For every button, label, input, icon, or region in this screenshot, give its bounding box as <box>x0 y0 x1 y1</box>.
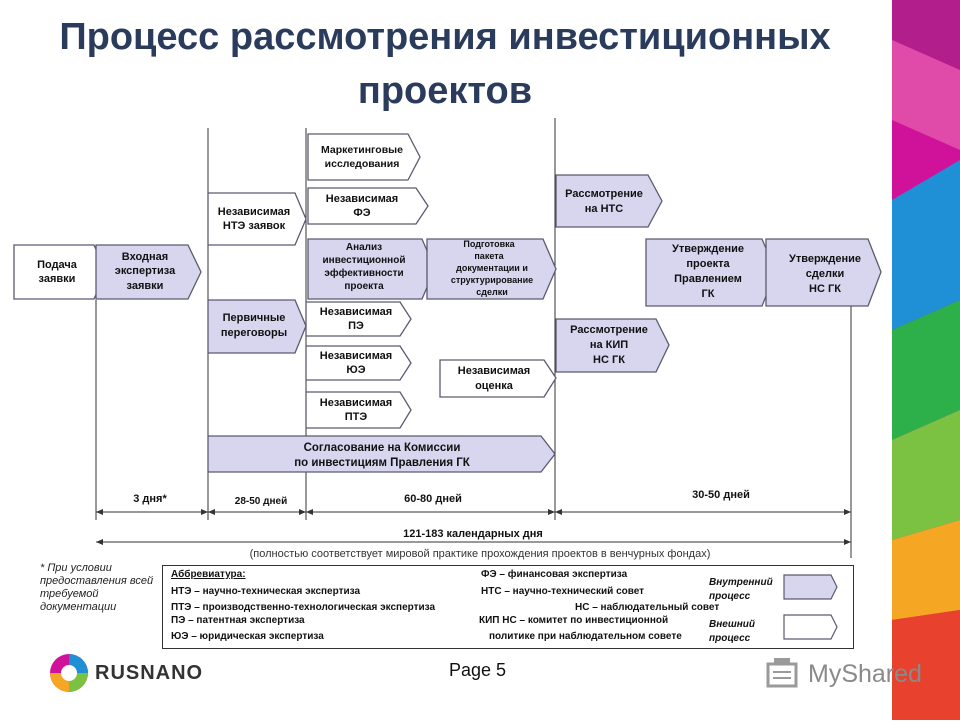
abbr-right-5: политике при наблюдательном совете <box>489 631 682 642</box>
abbr-left-1: НТЭ – научно-техническая экспертиза <box>171 586 361 597</box>
myshared-watermark-text: MyShared <box>808 660 922 688</box>
title-line-1: Процесс рассмотрения инвестиционных <box>59 16 831 58</box>
rusnano-logo-text: RUSNANO <box>95 662 204 684</box>
myshared-watermark-icon <box>766 658 798 688</box>
abbr-right-4: КИП НС – комитет по инвестиционной <box>479 615 669 626</box>
abbr-left-3: ПЭ – патентная экспертиза <box>171 615 305 626</box>
abbr-right-2: НТС – научно-технический совет <box>481 586 645 597</box>
decorative-stripe <box>892 0 960 720</box>
duration-3: 60-80 дней <box>404 493 462 505</box>
legend-external-label: Внешний процесс <box>709 619 755 644</box>
total-arrow <box>96 539 851 545</box>
total-note: (полностью соответствует мировой практик… <box>250 548 711 560</box>
footnote: * При условии предоставления всей требуе… <box>40 562 154 613</box>
total-label: 121-183 календарных дня <box>403 528 543 540</box>
duration-2: 28-50 дней <box>235 496 287 507</box>
duration-4: 30-50 дней <box>692 489 750 501</box>
abbreviations-box: Аббревиатура: НТЭ – научно-техническая э… <box>162 565 854 649</box>
abbr-left-2: ПТЭ – производственно-технологическая эк… <box>171 602 436 613</box>
legend-external-arrow <box>783 614 838 640</box>
page-title: Процесс рассмотрения инвестиционных прое… <box>0 10 890 118</box>
abbr-header: Аббревиатура: <box>171 569 246 580</box>
legend-internal-label: Внутренний процесс <box>709 577 773 602</box>
duration-1: 3 дня* <box>133 493 167 505</box>
legend-internal-arrow <box>783 574 838 600</box>
title-line-2: проектов <box>357 70 533 112</box>
abbr-right-1: ФЭ – финансовая экспертиза <box>481 569 628 580</box>
duration-arrows <box>96 509 851 515</box>
rusnano-logo-icon <box>50 654 88 692</box>
abbr-right-3: НС – наблюдательный совет <box>575 602 720 613</box>
abbr-left-4: ЮЭ – юридическая экспертиза <box>171 631 324 642</box>
page-number: Page 5 <box>449 660 507 680</box>
